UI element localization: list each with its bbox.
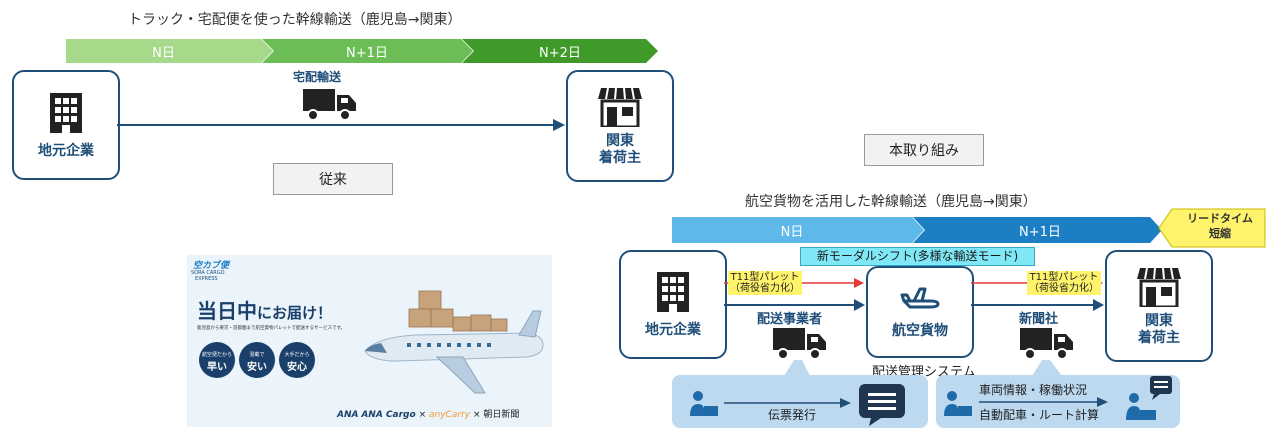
ad-badge-cheap-main: 安い — [247, 362, 267, 373]
destination-node: 関東 着荷主 — [566, 70, 674, 182]
slip-arrow — [724, 398, 851, 408]
destination-label-line2: 着荷主 — [599, 150, 641, 166]
ad-footer-newspaper: 朝日新聞 — [483, 410, 520, 420]
day-label-n1: N+1日 — [346, 45, 388, 61]
lead-time-badge: リードタイム 短縮 — [1174, 211, 1266, 241]
conventional-tag: 従来 — [273, 163, 393, 195]
store-icon — [598, 87, 642, 127]
modal-shift-banner: 新モーダルシフト(多様な輸送モード) — [800, 247, 1035, 266]
new-timeline-segment-n1 — [913, 217, 1162, 243]
slip-label: 伝票発行 — [768, 408, 817, 422]
airplane-icon — [900, 287, 940, 308]
operator-icon — [944, 391, 972, 416]
ad-footer-x1: × — [418, 410, 427, 420]
hub-label: 航空貨物 — [892, 322, 948, 339]
ad-brand-sub1: SORA CARGO — [191, 270, 225, 276]
truck-icon — [1020, 328, 1073, 360]
ad-badge-fast-sub: 航空便だから — [201, 352, 232, 358]
new-origin-node: 地元企業 — [619, 250, 727, 359]
ad-brand-logo: 空カブ便 — [193, 261, 230, 271]
ad-badge-cheap-sub: 混載で — [249, 352, 265, 358]
pallet-left-label: T11型パレット （荷役省力化） — [728, 271, 802, 295]
new-origin-label: 地元企業 — [645, 322, 701, 338]
lead-time-line2: 短縮 — [1209, 227, 1231, 240]
pallet-right-label: T11型パレット （荷役省力化） — [1027, 271, 1101, 295]
origin-company-node: 地元企業 — [12, 70, 120, 180]
ad-headline: 当日中にお届け！ — [197, 295, 332, 324]
lead-time-line1: リードタイム — [1187, 212, 1253, 225]
ad-flyer: 空カブ便 SORA CARGO EXPRESS 当日中にお届け！ 鹿児島から東京… — [187, 255, 552, 427]
document-chat-icon — [859, 384, 905, 426]
new-day-label-n: N日 — [780, 224, 804, 240]
ad-badge-cheap: 混載で 安い — [239, 342, 275, 378]
auto-dispatch-label: 自動配車・ルート計算 — [979, 408, 1100, 422]
new-timeline-segment-n — [672, 217, 924, 243]
pallet-right-line2: （荷役省力化） — [1029, 283, 1099, 294]
vehicle-info-label: 車両情報・稼働状況 — [979, 383, 1088, 397]
building-icon — [657, 272, 689, 312]
ad-footer-x2: × — [472, 410, 481, 420]
operator-icon — [690, 391, 718, 416]
new-day-label-n1: N+1日 — [1019, 224, 1061, 240]
truck-icon — [773, 328, 826, 360]
timeline-segment-n — [66, 39, 273, 63]
building-icon — [50, 92, 82, 133]
ad-headline-b: にお届け！ — [257, 304, 333, 322]
ad-footer-anycarry: anyCarry — [428, 410, 471, 420]
system-pointers — [784, 360, 1062, 376]
pallet-right-line1: T11型パレット — [1029, 272, 1099, 283]
day-label-n2: N+2日 — [539, 45, 581, 61]
new-initiative-tag: 本取り組み — [864, 134, 984, 166]
carrier-left-label: 配送事業者 — [757, 312, 823, 327]
new-destination-node: 関東 着荷主 — [1105, 250, 1213, 362]
new-timeline — [672, 217, 1162, 243]
ad-footer-ana: ANA — [337, 410, 359, 420]
ad-badge-safe-sub: 大手だから — [284, 352, 310, 358]
vehicle-arrow — [979, 397, 1108, 407]
air-cargo-hub-node: 航空貨物 — [866, 266, 974, 358]
conventional-arrow — [117, 119, 565, 131]
carrier-right-label: 新聞社 — [1019, 312, 1059, 327]
cargo-plane-illustration — [364, 290, 544, 394]
ad-badge-safe: 大手だから 安心 — [279, 342, 315, 378]
ad-subtext: 鹿児島から東京・首都圏まで航空貨物パレットで配送するサービスです。 — [197, 326, 346, 331]
conventional-title: トラック・宅配便を使った幹線輸送（鹿児島→関東） — [128, 12, 462, 28]
new-destination-line2: 着荷主 — [1138, 330, 1180, 346]
truck-icon — [303, 89, 356, 121]
ad-headline-a: 当日中 — [197, 299, 257, 323]
timeline-segment-n2 — [462, 39, 658, 63]
new-initiative-title: 航空貨物を活用した幹線輸送（鹿児島→関東） — [745, 194, 1037, 210]
lead-time-badge-shape — [1158, 208, 1266, 248]
operator-chat-icon — [1126, 376, 1172, 420]
ad-footer-cargo: ANA Cargo — [361, 410, 416, 420]
transport-label: 宅配輸送 — [293, 70, 342, 84]
store-icon — [1137, 267, 1181, 307]
ad-footer: ANA ANA Cargo × anyCarry × 朝日新聞 — [337, 407, 519, 420]
new-destination-line1: 関東 — [1145, 313, 1173, 329]
ad-badge-safe-main: 安心 — [287, 362, 307, 373]
origin-label: 地元企業 — [38, 142, 94, 159]
pallet-left-line1: T11型パレット — [730, 272, 800, 283]
ad-badge-fast-main: 早い — [207, 362, 227, 373]
day-label-n: N日 — [152, 45, 175, 61]
destination-label-line1: 関東 — [606, 133, 634, 149]
timeline-segment-n1 — [262, 39, 473, 63]
ad-brand-sub2: EXPRESS — [195, 276, 218, 282]
conventional-timeline — [66, 39, 658, 63]
ad-badge-fast: 航空便だから 早い — [199, 342, 235, 378]
pallet-left-line2: （荷役省力化） — [730, 283, 800, 294]
